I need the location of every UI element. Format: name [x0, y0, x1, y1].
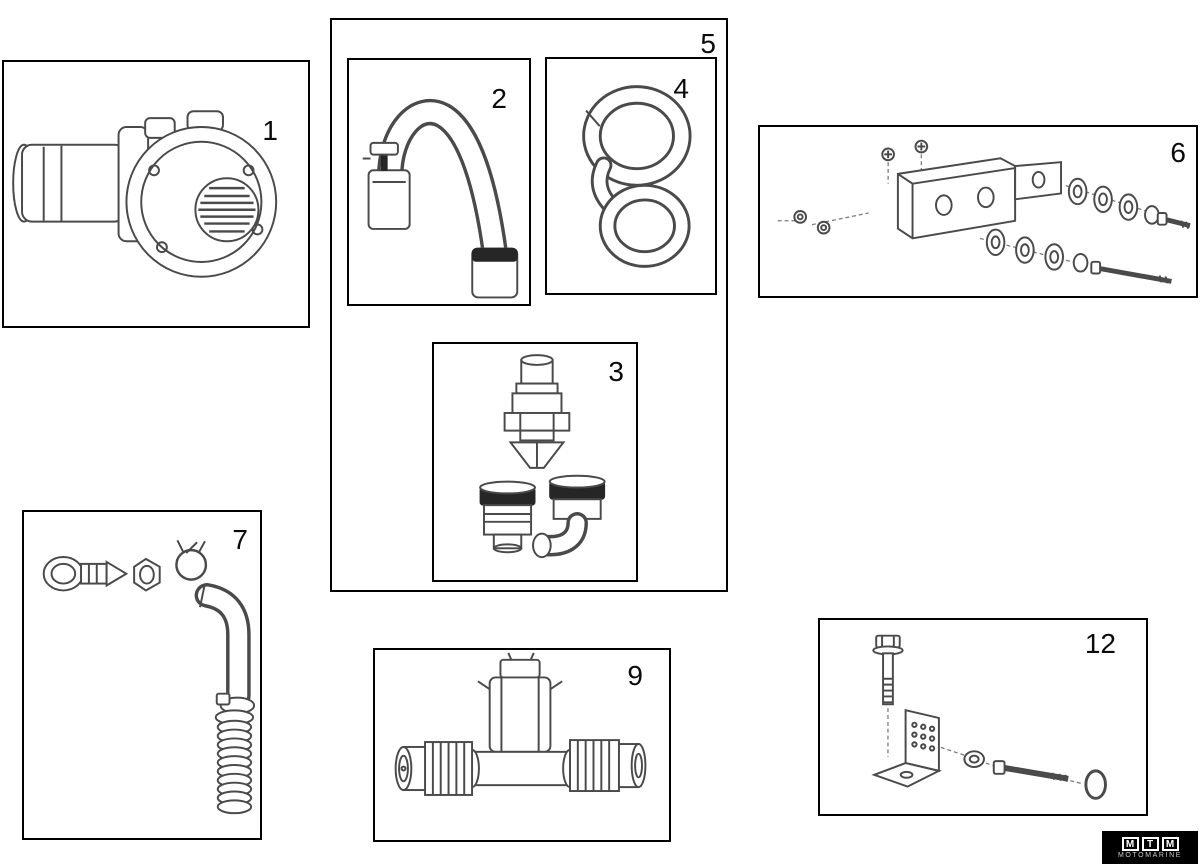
- part-box-7[interactable]: 7: [22, 510, 262, 840]
- part-box-2[interactable]: 2: [347, 58, 531, 306]
- angle-bracket-kit-drawing: [871, 634, 1107, 800]
- part-box-1[interactable]: 1: [2, 60, 310, 328]
- logo-letter-t: T: [1141, 836, 1159, 851]
- part-number-1: 1: [262, 115, 278, 146]
- part-number-6: 6: [1170, 137, 1186, 168]
- part-number-5: 5: [700, 28, 716, 59]
- logo-letter-m2: M: [1161, 836, 1179, 851]
- motomarine-logo: M T M MOTOMARINE: [1102, 831, 1198, 864]
- part-box-9[interactable]: 9: [373, 648, 671, 842]
- part-box-12[interactable]: 12: [818, 618, 1148, 816]
- part-number-12: 12: [1084, 628, 1116, 659]
- part-number-9: 9: [627, 660, 643, 691]
- part-box-6[interactable]: 6: [758, 125, 1198, 298]
- mounting-bracket-drawing: [777, 139, 1191, 284]
- part-number-2: 2: [491, 83, 507, 114]
- connector-fittings-drawing: [479, 354, 606, 559]
- solenoid-valve-drawing: [394, 652, 647, 796]
- part-number-7: 7: [232, 524, 248, 555]
- hose-assembly-drawing: [42, 539, 256, 815]
- water-pump-drawing: [12, 110, 278, 278]
- part-box-4[interactable]: 4: [545, 57, 717, 295]
- part-box-3[interactable]: 3: [432, 342, 638, 582]
- part-number-3: 3: [608, 356, 624, 387]
- curved-hose-drawing: [362, 98, 519, 299]
- part-number-4: 4: [673, 73, 689, 104]
- logo-letter-m1: M: [1121, 836, 1139, 851]
- logo-name: MOTOMARINE: [1117, 851, 1183, 859]
- looped-hose-drawing: [582, 85, 692, 268]
- part-box-5[interactable]: 5 2 4: [330, 18, 728, 592]
- logo-letters: M T M: [1121, 836, 1179, 851]
